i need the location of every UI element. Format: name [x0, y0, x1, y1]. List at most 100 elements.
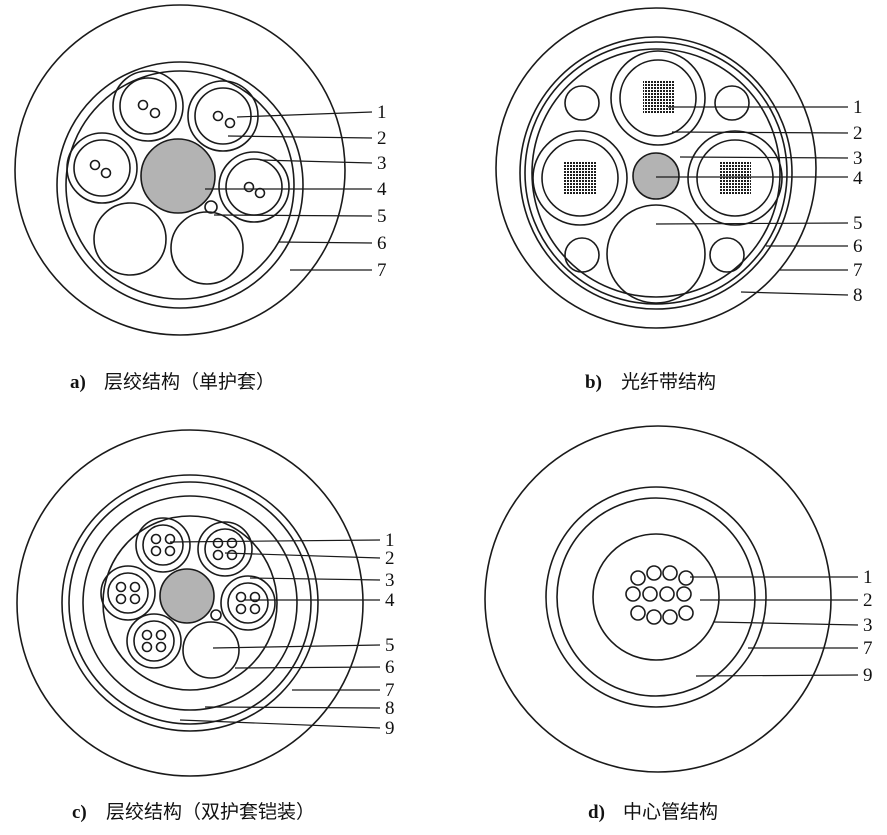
fiber: [662, 565, 678, 581]
loose-tube: [66, 132, 138, 204]
loose-tube: [218, 151, 290, 223]
fiber: [249, 591, 261, 603]
panel-b-label: 3: [853, 148, 863, 169]
fiber: [642, 586, 658, 602]
filler-rod: [170, 211, 244, 285]
panel-b-label: 4: [853, 168, 863, 189]
loose-tube-inner: [227, 582, 269, 624]
panel-c-caption: c) 层绞结构（双护套铠装）: [72, 801, 315, 823]
outer-sheath: [495, 7, 817, 329]
fiber: [630, 570, 646, 586]
fiber: [115, 593, 127, 605]
fiber: [164, 533, 176, 545]
armor-ring: [524, 41, 788, 305]
fiber: [226, 537, 238, 549]
fiber: [678, 605, 694, 621]
panel-c-stranded-double-sheath-armored: [16, 429, 381, 777]
fiber: [155, 629, 167, 641]
panel-c-label: 7: [385, 680, 395, 701]
callout-lines: [169, 539, 381, 729]
panel-a-label: 1: [377, 102, 387, 123]
loose-tube-inner: [204, 528, 246, 570]
panel-c-label: 9: [385, 718, 395, 739]
caption-text: 层绞结构（单护套）: [104, 371, 275, 393]
panel-b-label: 2: [853, 123, 863, 144]
filler-rod: [606, 204, 706, 304]
caption-text: 光纤带结构: [621, 371, 716, 393]
fiber: [235, 603, 247, 615]
panel-a-stranded-single-sheath: [14, 4, 373, 336]
inner-layer-ring: [56, 61, 304, 309]
inner-layer-ring: [531, 48, 781, 298]
small-filler: [714, 85, 750, 121]
optical-fibers: [625, 565, 694, 625]
panel-c-label: 1: [385, 530, 395, 551]
fiber: [235, 591, 247, 603]
panel-c-labels: 1 2 3 4 5 6 7 8 9: [385, 530, 395, 739]
loose-tubes: [100, 517, 276, 669]
panel-a-label: 6: [377, 233, 387, 254]
panel-c-label: 6: [385, 657, 395, 678]
panel-c-label: 4: [385, 590, 395, 611]
loose-tube: [135, 517, 191, 573]
panel-b-label: 6: [853, 236, 863, 257]
fiber: [678, 570, 694, 586]
loose-tube-inner: [142, 524, 184, 566]
fiber: [212, 537, 224, 549]
panel-a-label: 4: [377, 179, 387, 200]
loose-tube: [112, 70, 184, 142]
ribbon-tube: [687, 130, 783, 226]
small-filler: [564, 85, 600, 121]
callout-lines: [690, 576, 859, 677]
fiber: [164, 545, 176, 557]
central-strength-member: [159, 568, 215, 624]
central-strength-member: [632, 152, 680, 200]
panel-a-label: 5: [377, 206, 387, 227]
fiber: [662, 609, 678, 625]
small-filler: [709, 237, 745, 273]
panel-b-caption: b) 光纤带结构: [585, 371, 716, 393]
fiber: [115, 581, 127, 593]
callout-lines: [655, 106, 849, 296]
panel-c-label: 5: [385, 635, 395, 656]
caption-letter: b): [585, 372, 602, 393]
panel-b-label: 1: [853, 97, 863, 118]
panel-b-labels: 1 2 3 4 5 6 7 8: [853, 97, 863, 306]
armor-ring: [61, 474, 319, 732]
central-tube: [592, 533, 720, 661]
loose-tube: [197, 521, 253, 577]
fiber: [141, 641, 153, 653]
panel-b-label: 7: [853, 260, 863, 281]
panel-d-caption: d) 中心管结构: [588, 801, 718, 823]
panel-c-label: 3: [385, 570, 395, 591]
panel-c-label: 2: [385, 548, 395, 569]
panel-a-caption: a) 层绞结构（单护套）: [70, 371, 275, 393]
loose-tube: [126, 613, 182, 669]
panel-a-label: 7: [377, 260, 387, 281]
panel-a-label: 2: [377, 128, 387, 149]
small-filler: [204, 200, 218, 214]
fiber: [676, 586, 692, 602]
callout-lines: [205, 111, 373, 271]
fiber: [212, 549, 224, 561]
caption-text: 中心管结构: [623, 801, 718, 823]
loose-tube-inner: [107, 572, 149, 614]
fiber: [150, 533, 162, 545]
panel-a-labels: 1 2 3 4 5 6 7: [377, 102, 387, 281]
panel-b-label: 5: [853, 213, 863, 234]
filler-rod: [93, 202, 167, 276]
panel-b-ribbon-structure: [495, 7, 849, 329]
armor-ring: [68, 481, 312, 725]
loose-tube: [187, 80, 259, 152]
caption-letter: a): [70, 372, 86, 393]
armor-ring: [545, 486, 767, 708]
panel-d-label: 3: [863, 615, 873, 636]
panel-d-central-tube: [484, 425, 859, 773]
panel-d-label: 7: [863, 638, 873, 659]
panel-b-label: 8: [853, 285, 863, 306]
armor-ring: [556, 497, 756, 697]
panel-a-label: 3: [377, 153, 387, 174]
caption-text: 层绞结构（双护套铠装）: [106, 801, 315, 823]
ribbon-tube: [532, 130, 628, 226]
